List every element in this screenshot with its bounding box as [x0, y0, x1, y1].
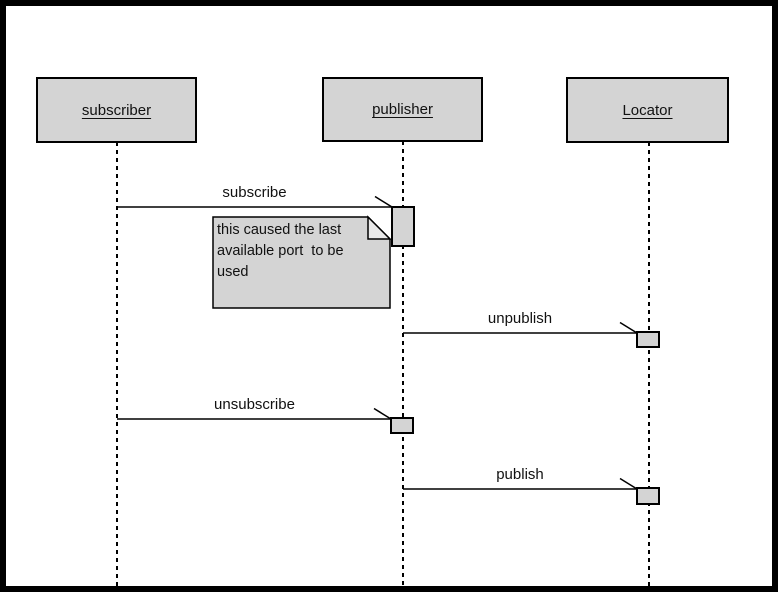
message-label-subscribe: subscribe — [222, 184, 287, 201]
lifeline-head-locator[interactable] — [566, 77, 729, 143]
message-label-publish: publish — [496, 466, 544, 483]
message-publish[interactable] — [403, 477, 638, 490]
note-body — [212, 216, 391, 309]
note-fold-icon — [367, 215, 392, 240]
activation-bar-publisher-1[interactable] — [391, 206, 415, 247]
lifeline-name-publisher: publisher — [372, 101, 433, 118]
arrowhead-icon — [619, 477, 638, 490]
arrowhead-icon — [619, 321, 638, 334]
activation-bar-locator-2[interactable] — [636, 487, 660, 505]
message-label-unpublish: unpublish — [487, 310, 553, 327]
note-text: this caused the last available port to b… — [217, 222, 344, 280]
lifeline-head-subscriber[interactable] — [36, 77, 197, 143]
message-unsubscribe[interactable] — [117, 407, 392, 420]
lifeline-name-subscriber: subscriber — [81, 101, 152, 119]
note-shape[interactable] — [212, 215, 392, 309]
lifeline-name-locator: Locator — [622, 101, 673, 119]
arrowhead-icon — [374, 195, 393, 208]
lifeline-head-publisher[interactable] — [322, 77, 483, 142]
message-label-unsubscribe: unsubscribe — [214, 396, 295, 413]
arrowhead-icon — [373, 407, 392, 420]
message-subscribe[interactable] — [117, 195, 393, 208]
activation-bar-locator-1[interactable] — [636, 331, 660, 348]
message-unpublish[interactable] — [403, 321, 638, 334]
activation-bar-publisher-2[interactable] — [390, 417, 414, 434]
